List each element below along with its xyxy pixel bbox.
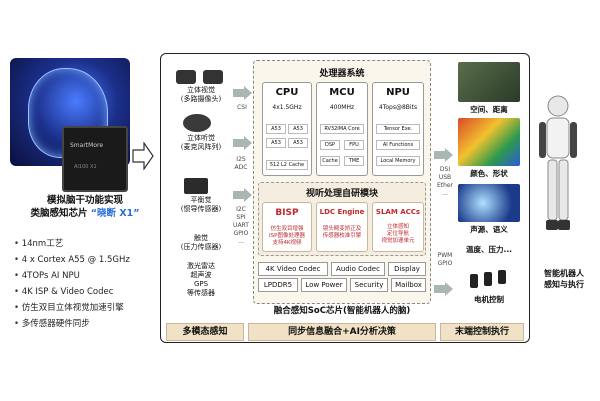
- spec-item: 4 x Cortex A55 @ 1.5GHz: [14, 252, 130, 268]
- spec-item: 14nm工艺: [14, 236, 130, 252]
- iface-dsi: DSI USB Ether ...: [436, 166, 454, 197]
- mcu-item: RV32IMA Core: [320, 124, 364, 134]
- output-motor: 电机控制: [474, 295, 504, 304]
- camera-icon: [203, 70, 223, 84]
- av-module-title: 视听处理自研模块: [305, 189, 378, 199]
- chip-code-text: AI100 X1: [74, 164, 97, 170]
- npu-item: Tensor Exe.: [376, 124, 420, 134]
- output-space: 空间、距离: [470, 105, 508, 114]
- cpu-sub: 4x1.5GHz: [272, 104, 302, 111]
- npu-item: Local Memory: [376, 156, 420, 166]
- slam-desc: 立体感知 定位导航 视觉加速单元: [381, 224, 415, 244]
- sensor-audio-label: 立体听觉 (麦克风阵列): [180, 134, 222, 151]
- iface-i2c: I2C SPI UART GPIO ...: [233, 206, 249, 245]
- npu-item: AI Functions: [376, 140, 420, 150]
- color-image: [458, 118, 520, 166]
- chip-image: SmartMore AI100 X1: [62, 126, 128, 192]
- spec-item: 4K ISP & Video Codec: [14, 284, 130, 300]
- mcu-title: MCU: [329, 87, 355, 98]
- mcu-item: FPU: [344, 140, 364, 150]
- peri-mailbox: Mailbox: [391, 278, 426, 292]
- mcu-item: TME: [344, 156, 364, 166]
- cpu-core: A53: [288, 138, 308, 148]
- camera-icon: [176, 70, 196, 84]
- peri-low-power: Low Power: [301, 278, 347, 292]
- npu-title: NPU: [386, 87, 410, 98]
- spec-item: 仿生双目立体视觉加速引擎: [14, 300, 130, 316]
- right-arrow-icon: [132, 142, 154, 170]
- spec-item: 4TOPs AI NPU: [14, 268, 130, 284]
- bottom-multimodal: 多模态感知: [166, 323, 244, 341]
- peri-audio-codec: Audio Codec: [331, 262, 385, 276]
- mcu-sub: 400MHz: [329, 104, 355, 111]
- pwm-arrow-icon: [434, 282, 453, 296]
- cpu-core: A53: [266, 138, 286, 148]
- output-sound: 声源、语义: [470, 225, 508, 234]
- sound-image: [458, 184, 520, 222]
- imu-icon: [184, 178, 208, 194]
- bisp-desc: 仿生双目增强 ISP图像处理器 支持4K视频: [269, 226, 305, 246]
- peri-lpddr5: LPDDR5: [258, 278, 298, 292]
- robot-icon: [539, 95, 577, 230]
- cpu-core: A53: [266, 124, 286, 134]
- soc-title: 融合感知SoC芯片(智能机器人的脑): [273, 306, 411, 316]
- ldc-title: LDC Engine: [319, 208, 365, 216]
- i2s-arrow-icon: [233, 136, 252, 150]
- chip-title-line1: 模拟脑干功能实现: [46, 195, 123, 206]
- dsi-arrow-icon: [434, 148, 453, 162]
- chip-name: “晓断 X1”: [90, 208, 140, 219]
- chip-title: 模拟脑干功能实现 类脑感知芯片 “晓断 X1”: [30, 194, 140, 220]
- peri-display: Display: [388, 262, 426, 276]
- processor-system-title: 处理器系统: [319, 69, 365, 79]
- peri-video-codec: 4K Video Codec: [258, 262, 328, 276]
- cpu-cache: 512 L2 Cache: [266, 160, 308, 170]
- iface-csi: CSI: [237, 104, 247, 111]
- motor-icon: [470, 270, 510, 290]
- slam-title: SLAM ACCs: [375, 208, 421, 216]
- bisp-block: [262, 202, 312, 252]
- output-temperature: 温度、压力...: [465, 245, 513, 254]
- sensor-others-label: 激光雷达 超声波 GPS 等传感器: [187, 262, 215, 297]
- mcu-item: Cache: [320, 156, 340, 166]
- chip-title-prefix: 类脑感知芯片: [30, 208, 88, 219]
- bottom-execution: 末端控制执行: [440, 323, 524, 341]
- i2c-arrow-icon: [233, 188, 252, 202]
- ldc-block: [316, 202, 368, 252]
- spec-list: 14nm工艺 4 x Cortex A55 @ 1.5GHz 4TOPs AI …: [14, 236, 130, 332]
- output-color: 颜色、形状: [470, 169, 508, 178]
- cpu-title: CPU: [275, 87, 299, 98]
- robot-label: 智能机器人 感知与执行: [544, 269, 584, 289]
- peri-security: Security: [350, 278, 388, 292]
- sensor-stereo-label: 立体视觉 (多路摄像头): [180, 86, 222, 103]
- microphone-array-icon: [183, 114, 211, 132]
- csi-arrow-icon: [233, 86, 252, 100]
- sensor-balance-label: 平衡觉 (惯导传感器): [180, 196, 222, 213]
- bisp-title: BISP: [275, 208, 299, 218]
- slam-block: [372, 202, 424, 252]
- cpu-core: A53: [288, 124, 308, 134]
- space-image: [458, 62, 520, 102]
- bottom-fusion: 同步信息融合+AI分析决策: [248, 323, 436, 341]
- iface-pwm: PWM GPIO: [437, 252, 453, 267]
- ldc-desc: 镜头畸变矫正及 传感器校准引擎: [322, 226, 362, 239]
- spec-item: 多传感器硬件同步: [14, 316, 130, 332]
- npu-sub: 4Tops@8Bits: [378, 104, 418, 111]
- iface-i2s: I2S ADC: [234, 156, 248, 171]
- mcu-item: DSP: [320, 140, 340, 150]
- sensor-touch-label: 触觉 (压力传感器): [180, 234, 222, 251]
- chip-logo-text: SmartMore: [70, 142, 104, 149]
